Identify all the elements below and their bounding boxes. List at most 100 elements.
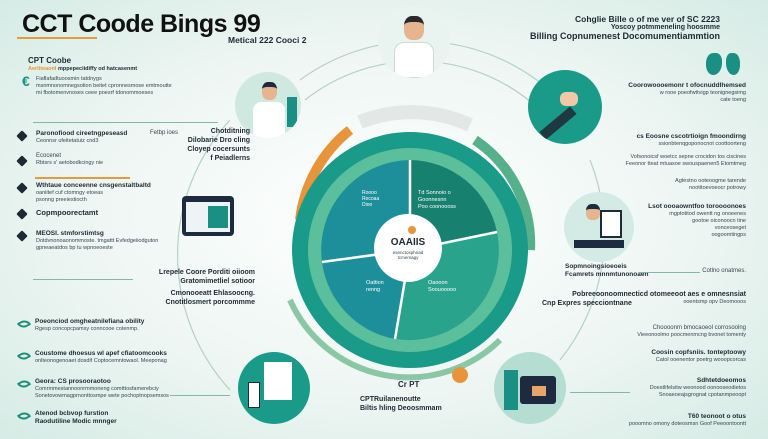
document-illustration <box>238 352 310 424</box>
arc-line <box>176 119 231 391</box>
right-heading: Sdhtetdoeomos <box>696 377 746 384</box>
bullet-heading: Paronofiood cireetngpeseasd <box>36 130 128 137</box>
right-heading: T60 teonoot o otus <box>687 413 746 420</box>
bullet-text: Dotdvnonoaonommoste. tmgattt Evfedgeiiod… <box>36 238 159 251</box>
right-heading: Coorowoooemonr t ofocnuddlhemsed <box>628 82 746 89</box>
right-item: Cotlno onatmes. <box>626 268 746 275</box>
right-heading: Lsot oooaowntfoo toroooonoes <box>648 203 746 210</box>
cabinet-icon <box>504 370 518 410</box>
wedge-2-label: Td Sonnoio o Goonnesnn Poo coonoooss <box>418 190 456 210</box>
leaf-text: Rgesp concopcpamsy conncooe cotenmp. <box>35 326 139 332</box>
right-text: ssionbtenqgoponocnot coottoorteng <box>658 141 746 147</box>
leaf-heading: Atenod bcbvop furstion <box>35 410 109 417</box>
right-text: Vieeonoolmo poocmenmcng bvonet tomenty <box>637 332 746 338</box>
green-arc <box>472 135 536 251</box>
right-heading: cs Eoosne cscotrtioign fmoondirng <box>636 133 746 140</box>
bullet-item: Copmpoorectamt <box>16 208 99 220</box>
right-text: nootitoevoeocr potrowy <box>689 185 746 191</box>
arc-line <box>559 159 605 361</box>
cpt-highlight: Aerliteaonl <box>28 66 57 72</box>
callout-label: Fetbp ioes <box>150 130 179 136</box>
leaf-text: Comrmmestannoonrmmoneng comtttosfamerebc… <box>35 386 169 399</box>
wedge-4-label: Oaooon Soouooooo <box>428 280 457 293</box>
right-item: Pobreeoonoomnecticd otomeeoot aes e omne… <box>546 291 746 306</box>
bottom-callout: CPTRuilanenoutte Biltis hling Deoosmmam <box>360 395 442 413</box>
lungs-icon-right <box>726 53 740 75</box>
divider <box>170 395 230 396</box>
doctor-illustration-right <box>564 192 634 262</box>
header-line-3: Billing Copnumenest Docomumentiammtion <box>529 31 720 41</box>
callout-line: Cmonooeatt Ehlasoocng. <box>170 290 255 297</box>
cpt-line: msnmnonomnegsotion beitet cpronnesmose e… <box>36 83 172 89</box>
monitor-panel <box>208 206 228 228</box>
doctor-coat-icon <box>394 42 434 78</box>
title-underline <box>17 37 97 39</box>
right-heading: Choooonm bmocaoeol corrosoolng <box>652 325 746 331</box>
cpt-section: CPT Coobe Aerliteaonl mppepeciidiffy od … <box>28 56 218 97</box>
document-icon <box>264 362 292 400</box>
wedge-1-label: Roooo Recoaa Dioo <box>362 190 380 208</box>
center-orange-icon <box>408 226 416 234</box>
right-text: mgptotitod owentt ng onoeenes gootoe oic… <box>669 211 746 238</box>
right-item: Vofsonoicsf woetcc sepne crocidon tos ci… <box>576 154 746 168</box>
hand-illustration <box>528 70 602 144</box>
callout-line: Chotditning <box>210 128 250 135</box>
connector <box>570 392 630 393</box>
right-text: w rooe poeofwttvigp teonignegsimg cate t… <box>659 90 746 103</box>
right-heading: Cotlno onatmes. <box>702 268 746 274</box>
leaf-text: Raodutiline Modic mnnger <box>35 418 117 425</box>
right-heading: Pobreeoonoomnecticd otomeeoot aes e omne… <box>572 291 746 298</box>
bullet-text: Ceonnsr ufeitetatuiz cnd3 <box>36 138 99 144</box>
callout-line: CPTRuilanenoutte <box>360 396 421 403</box>
right-text: ooentsmp opv Deomooos <box>683 299 746 305</box>
leaf-heading: Coustome dhoesus wl apef cfiatoomcooks <box>35 350 167 357</box>
callout-line: Cloyep cocersunts <box>187 146 250 153</box>
bullet-heading: Copmpoorectamt <box>36 208 99 217</box>
callout-line: Lrepele Coore Porditi oiioom <box>158 269 255 276</box>
doctor-coat-icon <box>253 102 285 138</box>
divider <box>33 279 133 280</box>
callout-left-mid: Lrepele Coore Porditi oiioom Gratomimetl… <box>130 268 255 307</box>
monitor-illustration <box>182 196 234 236</box>
doctor-head-icon <box>404 16 424 40</box>
bullet-heading: MEOSI. stmforstimtsg <box>36 230 104 237</box>
connector <box>640 272 700 273</box>
bottom-callout-1: Cr PT <box>398 380 420 389</box>
right-mid-callout: Sopmnoingsioeoeis Fcamrets mnnmtunonoaen <box>565 263 648 279</box>
callout-left-top: Chotditning Dilobarie Dro cling Cloyep c… <box>170 127 250 163</box>
cpt-e-icon: € <box>22 73 30 89</box>
page-title: CCT Coode Bings 99 <box>22 10 261 38</box>
right-heading: Vofsonoicsf woetcc sepne crocidon tos ci… <box>630 154 746 160</box>
wedge-3-label: Oattion renng <box>366 280 384 293</box>
callout-line: Gratomimetliel sotioor <box>180 278 255 285</box>
bullet-text: oaniitef cuf ctomngy etoeas psonng preei… <box>36 190 103 203</box>
right-text: Doestlifelsitw weonood oonooseodietos Sn… <box>649 385 746 398</box>
top-right-header: Cohglie Bille o of me ver of SC 2223 Yos… <box>400 14 720 41</box>
callout-line: Cnotitlosmert porcommme <box>165 299 255 306</box>
hand-icon <box>560 92 578 106</box>
header-line-2: Yoscoy potmmeneling hoosmme <box>610 24 720 31</box>
lungs-icon <box>706 53 722 75</box>
desk-icon <box>574 240 624 248</box>
callout-line: Dilobarie Dro cling <box>187 137 250 144</box>
right-mid-left-callout: Cnp Expres specciontnane <box>542 300 632 307</box>
doctor-illustration-top <box>378 6 450 78</box>
right-text: Catol ooenentor poetrg wooopcorcas <box>655 357 746 363</box>
leaf-heading: Poeonciod omgheatnilefiana obility <box>35 318 145 325</box>
center-subtitle: esenctosphnad tcmemagy <box>392 250 424 260</box>
leaf-heading: Geora: CS prosooraotoo <box>35 378 111 385</box>
